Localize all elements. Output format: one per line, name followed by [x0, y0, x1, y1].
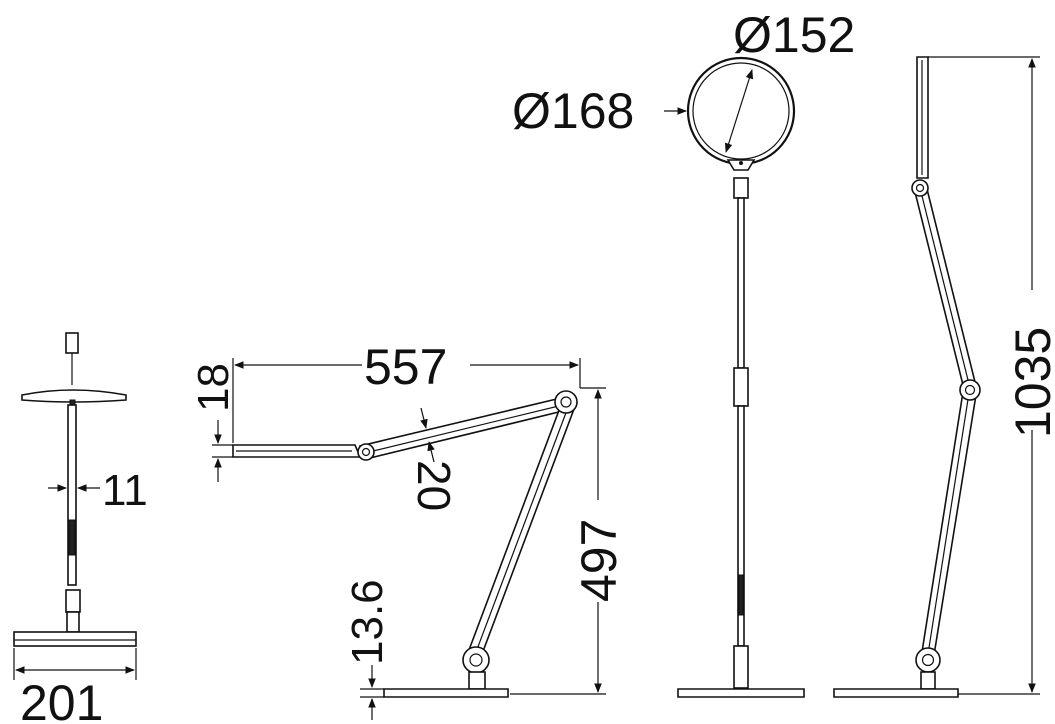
head-thickness-label: 18	[189, 363, 238, 412]
side-view-upright: 1035	[833, 56, 1055, 698]
base-thickness-label: 13.6	[343, 579, 392, 665]
head-diameter-inner-label: Ø152	[733, 7, 855, 63]
stem-width-label: 11	[102, 466, 148, 515]
head-diameter-outer-label: Ø168	[512, 83, 634, 139]
arm-length-label: 557	[364, 339, 447, 395]
height-label: 497	[571, 519, 627, 602]
base-width-label: 201	[20, 675, 103, 724]
total-height-label: 1035	[1005, 327, 1055, 438]
side-view-extended: 18 557 20 497 13.6	[189, 339, 627, 720]
arm-thickness-label: 20	[408, 460, 460, 511]
front-view: 11 201	[13, 332, 148, 724]
front-view-upright: Ø168 Ø152	[512, 7, 855, 698]
